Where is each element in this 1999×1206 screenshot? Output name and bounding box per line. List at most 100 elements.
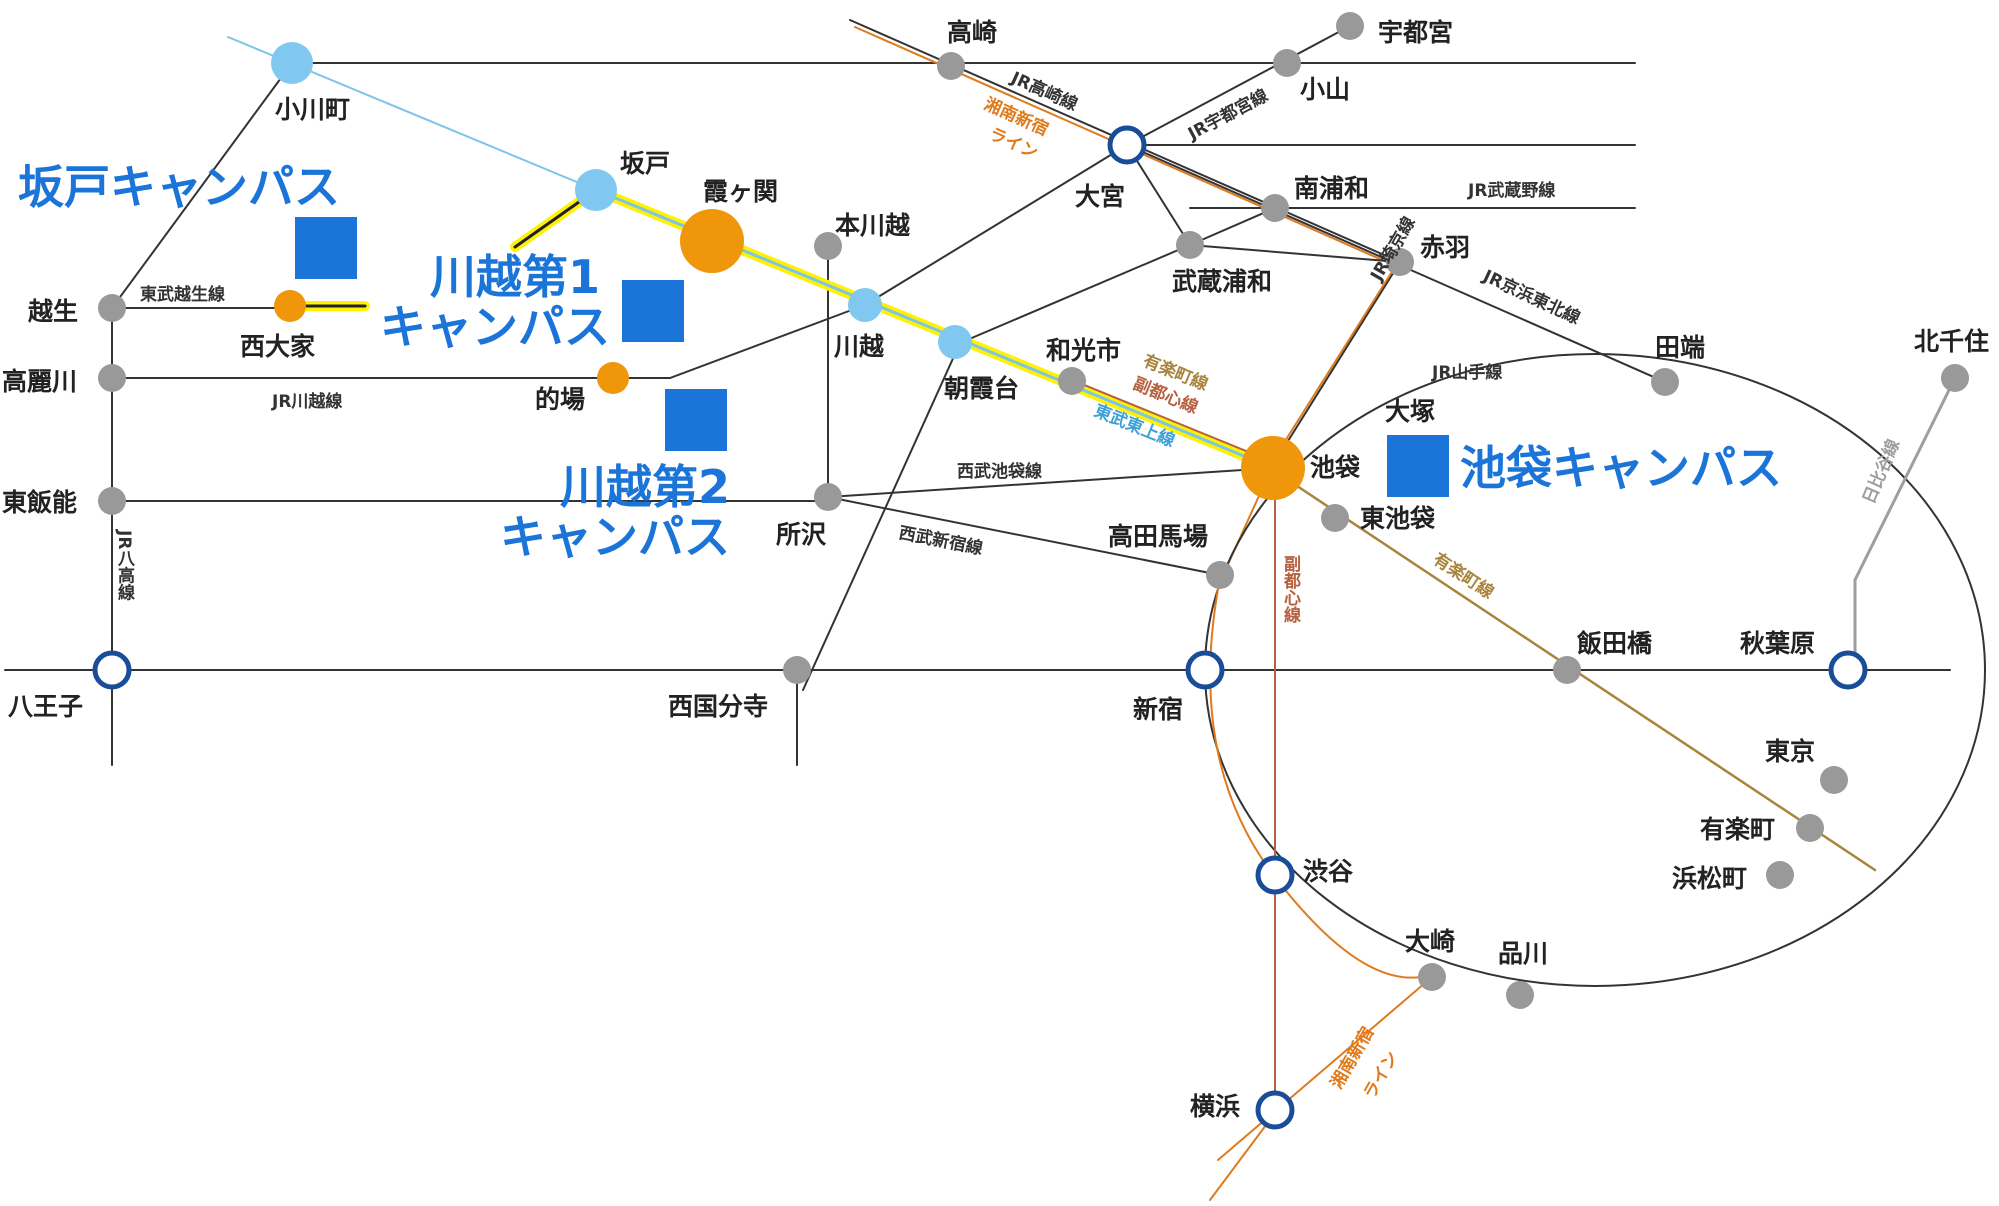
line-label-jr-yamanote: JR山手線 [1431,362,1502,383]
marker-shinagawa[interactable] [1506,981,1534,1009]
marker-shinjuku[interactable] [1185,650,1225,690]
marker-yokohama[interactable] [1255,1090,1295,1130]
marker-higashihanno[interactable] [98,487,126,515]
campus-label-kawagoe1-1[interactable]: 川越第1 [430,250,600,304]
marker-sakado[interactable] [575,169,617,211]
label-osaki: 大崎 [1405,927,1455,956]
label-minamiurawa: 南浦和 [1294,174,1369,203]
marker-hachioji[interactable] [92,650,132,690]
marker-nishikokubunji[interactable] [783,656,811,684]
line-label-yurakucho-2: 有楽町線 [1429,549,1497,604]
label-hachioji: 八王子 [8,692,83,721]
marker-oyama[interactable] [1273,49,1301,77]
line-tojo-fuku-parallel [1071,379,1274,463]
label-akihabara: 秋葉原 [1740,629,1815,658]
marker-hamamatsucho[interactable] [1766,861,1794,889]
line-labels: JR高崎線 湘南新宿 ライン JR宇都宮線 JR武蔵野線 東武越生線 JR埼京線… [114,67,1904,1103]
marker-ogawamachi[interactable] [271,42,313,84]
marker-kawagoe[interactable] [848,288,882,322]
label-kawagoe: 川越 [834,332,885,361]
line-label-jr-utsunomiya: JR宇都宮線 [1184,85,1272,145]
label-kasumigaseki: 霞ヶ関 [703,177,778,206]
label-asakadai: 朝霞台 [944,374,1019,403]
campus-square-kawagoe1[interactable] [622,280,684,342]
label-oyama: 小山 [1300,75,1350,104]
label-wakoshi: 和光市 [1046,336,1121,365]
line-label-seibu-shinjuku: 西武新宿線 [897,522,984,559]
marker-asakadai[interactable] [938,325,972,359]
marker-kitasenju[interactable] [1941,364,1969,392]
marker-matoba[interactable] [597,362,629,394]
campus-square-kawagoe2[interactable] [665,389,727,451]
campus-markers [295,217,1449,497]
label-akabane: 赤羽 [1420,233,1470,262]
label-tabata: 田端 [1655,333,1705,362]
marker-oppe[interactable] [98,294,126,322]
marker-higashiikebukuro[interactable] [1321,504,1349,532]
label-nishiooya: 西大家 [240,332,315,361]
label-utsunomiya: 宇都宮 [1378,18,1453,47]
label-shinjuku: 新宿 [1133,695,1183,724]
marker-akabane[interactable] [1386,248,1414,276]
marker-takasaki[interactable] [937,52,965,80]
line-jr-kawagoe [111,304,866,379]
line-shonan-saikyo [1267,266,1396,469]
marker-nishiooya[interactable] [274,290,306,322]
line-omiya-musashiurawa [1126,144,1191,246]
campus-label-ikebukuro[interactable]: 池袋キャンパス [1460,441,1782,495]
campus-label-kawagoe2-1[interactable]: 川越第2 [560,460,730,514]
label-iidabashi: 飯田橋 [1576,629,1653,658]
marker-takadanobaba[interactable] [1206,561,1234,589]
label-hamamatsucho: 浜松町 [1672,864,1747,893]
marker-tokorozawa[interactable] [814,483,842,511]
label-yokohama: 横浜 [1190,1092,1240,1121]
marker-wakoshi[interactable] [1058,367,1086,395]
marker-ikebukuro[interactable] [1241,436,1305,500]
marker-osaki[interactable] [1418,963,1446,991]
marker-akihabara[interactable] [1828,650,1868,690]
line-shonan-bottom [1217,976,1433,1161]
campus-label-kawagoe2-2[interactable]: キャンパス [500,510,730,564]
label-honkawagoe: 本川越 [835,211,911,240]
line-label-jr-hachiko: JR八高線 [114,529,135,601]
label-ikebukuro: 池袋 [1310,453,1361,482]
marker-musashiurawa[interactable] [1176,231,1204,259]
label-matoba: 的場 [535,385,585,414]
station-markers [92,12,1969,1130]
label-kitasenju: 北千住 [1914,327,1989,356]
line-label-seibu-ikebukuro: 西武池袋線 [957,461,1042,482]
campus-square-ikebukuro[interactable] [1387,435,1449,497]
campus-labels: 坂戸キャンパス 川越第1 キャンパス 川越第2 キャンパス 池袋キャンパス [18,160,1782,564]
label-tokorozawa: 所沢 [776,520,827,549]
marker-shibuya[interactable] [1255,855,1295,895]
line-musashiurawa-akabane [1189,244,1401,263]
label-tokyo: 東京 [1765,737,1815,766]
campus-label-kawagoe1-2[interactable]: キャンパス [380,300,610,354]
label-omiya: 大宮 [1075,182,1125,211]
label-koma: 高麗川 [2,367,77,396]
marker-tokyo[interactable] [1820,766,1848,794]
line-jr-utsunomiya [1126,25,1351,146]
marker-minamiurawa[interactable] [1261,194,1289,222]
marker-honkawagoe[interactable] [814,232,842,260]
marker-koma[interactable] [98,364,126,392]
marker-yurakucho[interactable] [1796,814,1824,842]
label-takasaki: 高崎 [947,18,997,47]
line-seibu-shinjuku [827,496,1221,576]
station-labels: 高崎 宇都宮 小山 小川町 坂戸 霞ヶ関 本川越 大宮 南浦和 武蔵浦和 赤羽 … [2,18,1989,1121]
marker-tabata[interactable] [1651,368,1679,396]
label-yurakucho: 有楽町 [1700,815,1775,844]
campus-label-sakado[interactable]: 坂戸キャンパス [18,160,340,214]
marker-omiya[interactable] [1107,125,1147,165]
campus-square-sakado[interactable] [295,217,357,279]
label-musashiurawa: 武蔵浦和 [1172,267,1272,296]
line-omiya-kawagoe [864,144,1128,306]
marker-iidabashi[interactable] [1553,656,1581,684]
line-jr-saikyo [1272,261,1401,466]
marker-utsunomiya[interactable] [1336,12,1364,40]
label-higashihanno: 東飯能 [2,488,77,517]
label-ogawamachi: 小川町 [275,95,350,124]
marker-kasumigaseki[interactable] [680,209,744,273]
line-label-jr-keihin: JR京浜東北線 [1479,265,1583,329]
line-shonan-loop [1209,577,1431,979]
